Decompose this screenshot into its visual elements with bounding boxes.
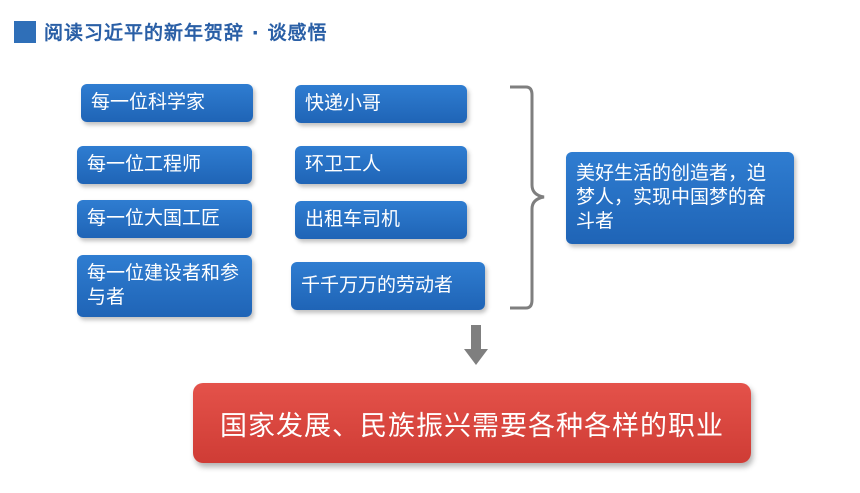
- box-scientist: 每一位科学家: [81, 84, 253, 122]
- box-builder: 每一位建设者和参与者: [77, 255, 252, 317]
- summary-box: 美好生活的创造者，迫梦人，实现中国梦的奋斗者: [566, 152, 794, 244]
- conclusion-banner: 国家发展、民族振兴需要各种各样的职业: [193, 383, 751, 463]
- right-brace: [510, 85, 545, 310]
- header-square-marker: [14, 21, 36, 43]
- down-arrow-icon: [464, 325, 488, 365]
- page-title: 阅读习近平的新年贺辞 · 谈感悟: [44, 22, 328, 44]
- box-courier: 快递小哥: [295, 85, 467, 123]
- box-taxi-driver: 出租车司机: [295, 201, 467, 239]
- box-engineer: 每一位工程师: [77, 146, 252, 184]
- box-laborers: 千千万万的劳动者: [291, 262, 485, 310]
- box-craftsman: 每一位大国工匠: [77, 200, 252, 238]
- box-sanitation-worker: 环卫工人: [295, 146, 467, 184]
